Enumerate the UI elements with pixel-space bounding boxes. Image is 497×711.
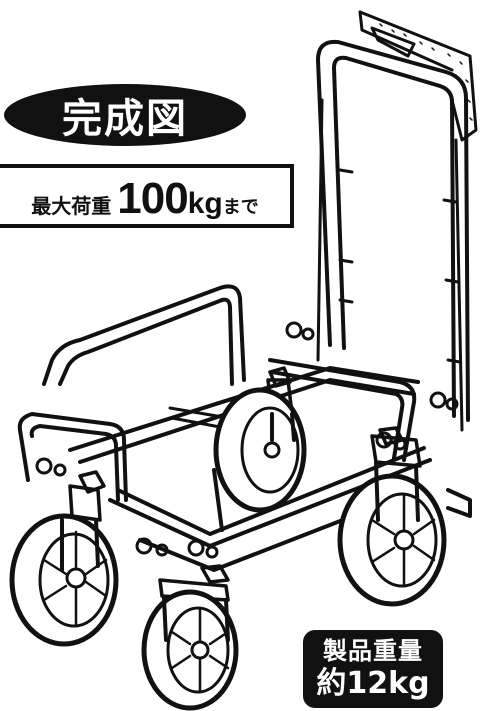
handle-frame xyxy=(316,10,478,432)
max-load-unit: kg xyxy=(187,187,223,220)
wheel-front-left xyxy=(9,513,119,647)
product-weight-box: 製品重量 約12kg xyxy=(303,630,443,708)
wheel-rear-left xyxy=(213,387,307,513)
max-load-suffix: まで xyxy=(222,197,259,218)
product-weight-value: 約12kg xyxy=(316,666,430,701)
knobs xyxy=(35,321,459,559)
wheel-rear-right xyxy=(337,473,447,607)
title-badge: 完成図 xyxy=(4,84,246,146)
wheel-front-right xyxy=(141,589,239,711)
max-load-value: 100 xyxy=(117,174,188,223)
product-weight-label: 製品重量 xyxy=(323,637,423,665)
max-load-box: 最大荷重 100 kg まで xyxy=(0,164,294,228)
caster-pillars xyxy=(60,412,472,642)
max-load-label: 最大荷重 xyxy=(31,194,112,218)
